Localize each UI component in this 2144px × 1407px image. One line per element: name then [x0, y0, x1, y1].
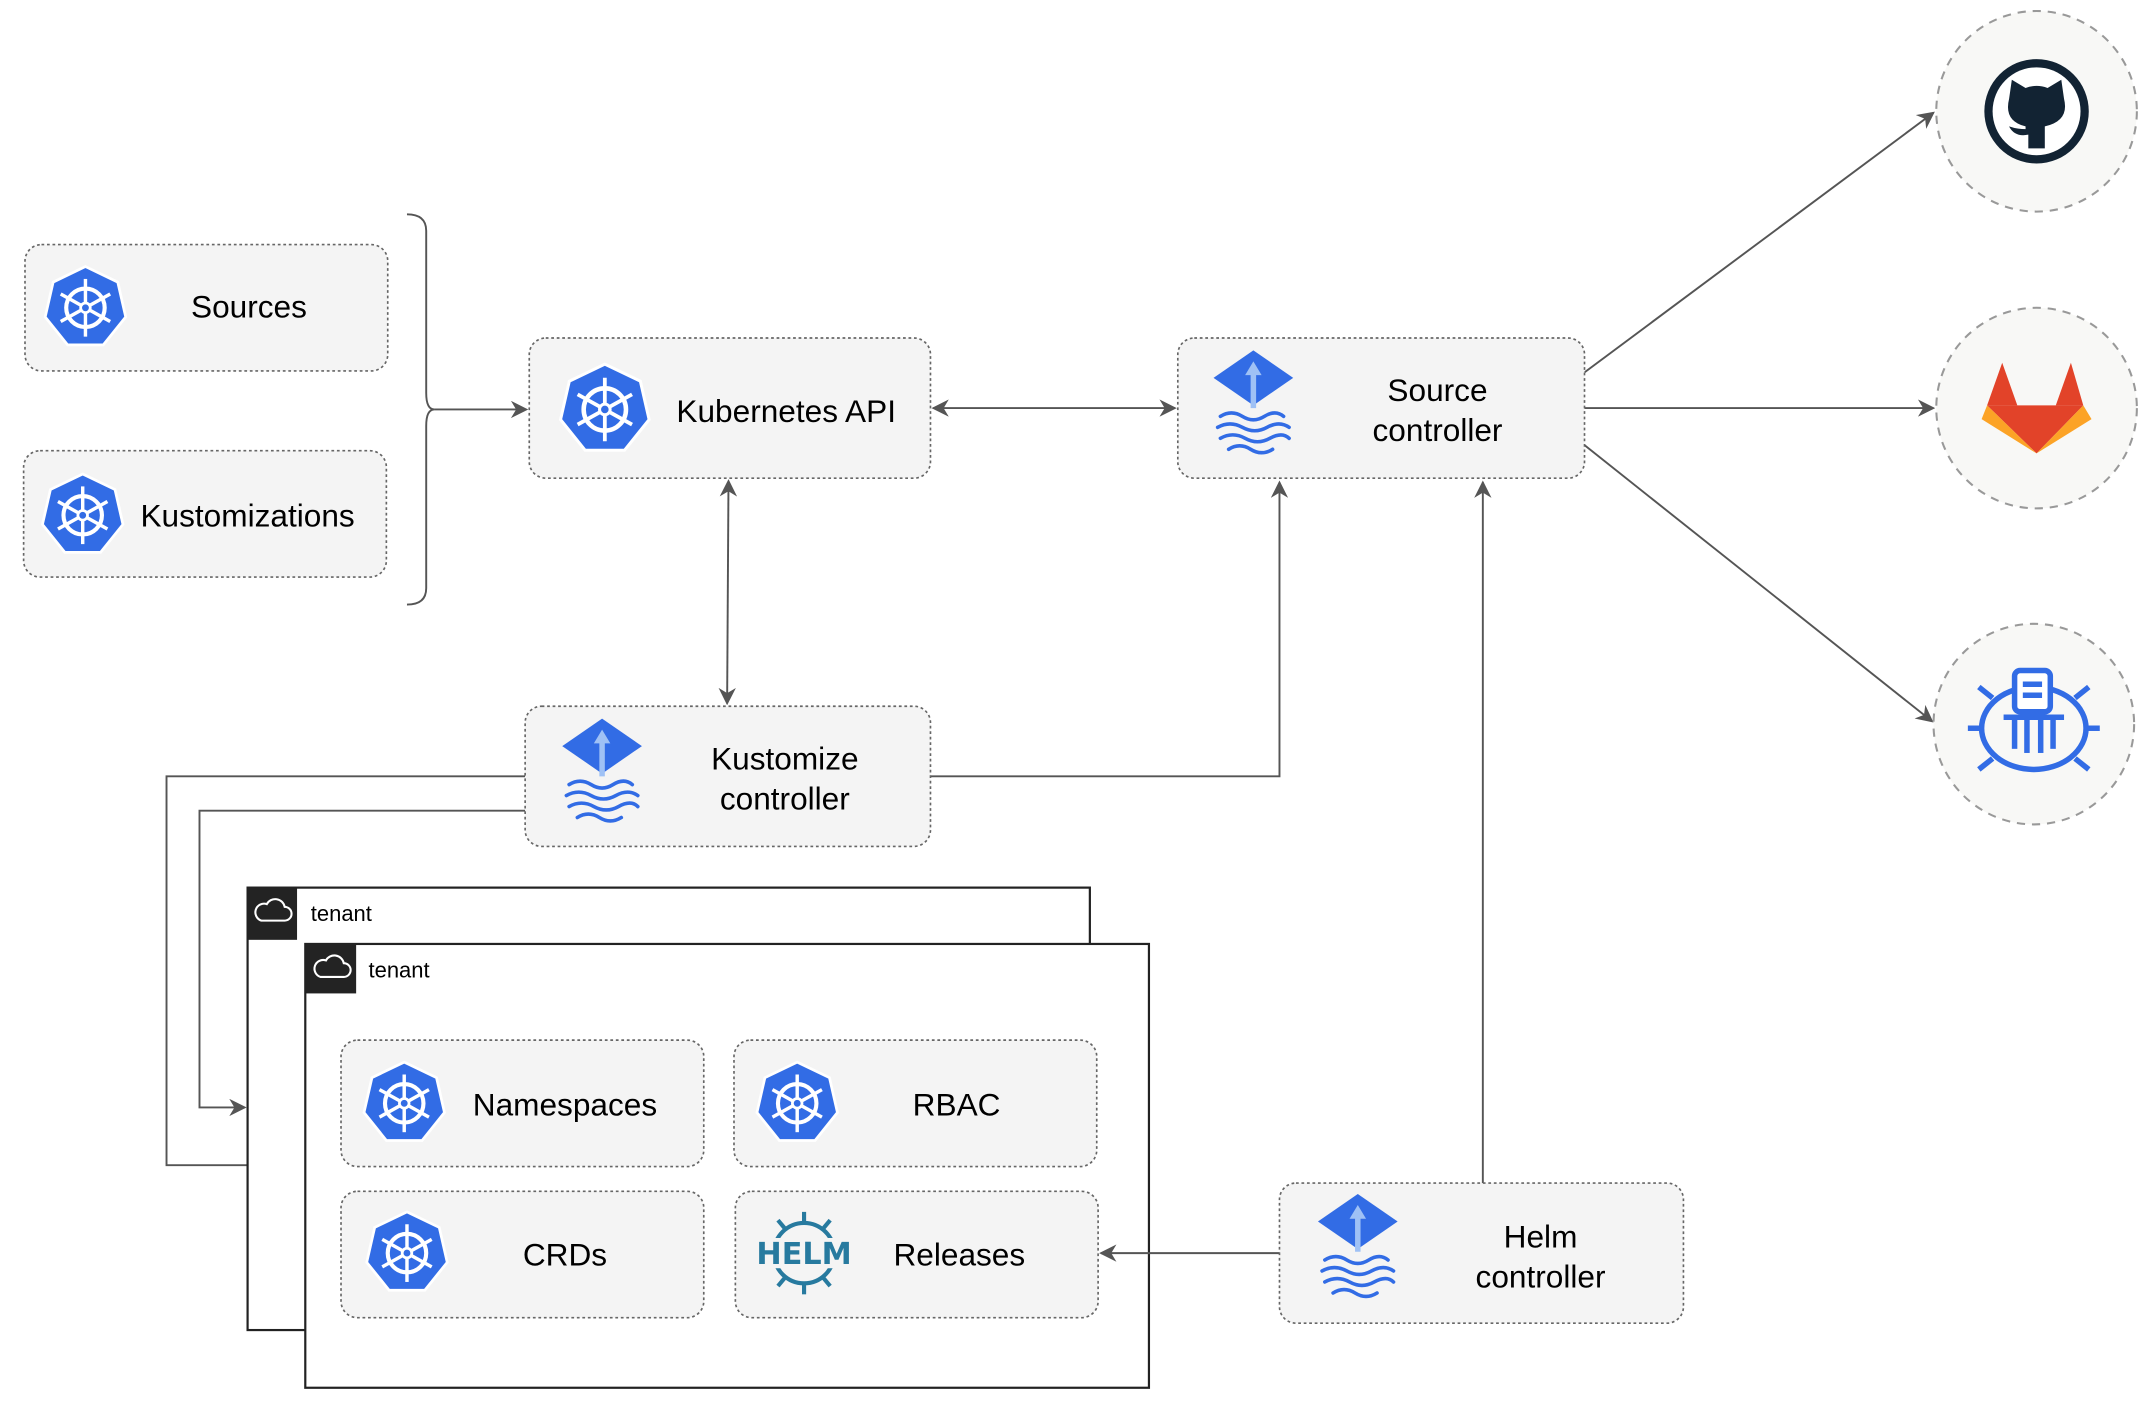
node-label: Kustomize	[711, 740, 858, 776]
node-label: Helm	[1504, 1219, 1578, 1255]
node-label: controller	[1373, 412, 1503, 448]
node-label: Sources	[191, 288, 307, 324]
helm-icon: HELM	[756, 1211, 852, 1295]
tenant-label: tenant	[311, 901, 372, 926]
node-kustomizations[interactable]: Kustomizations	[22, 449, 388, 578]
helm-icon-text: HELM	[756, 1237, 851, 1272]
node-source-controller[interactable]: Source controller	[1176, 337, 1586, 479]
node-kubernetes-api[interactable]: Kubernetes API	[528, 337, 932, 479]
edge-kustomize-to-tenant-2	[165, 775, 526, 1174]
edge-kustomize-to-source	[930, 480, 1289, 778]
edge-api-kustomize-controller	[718, 479, 738, 706]
node-sources[interactable]: Sources	[24, 243, 389, 372]
node-namespaces[interactable]: Namespaces	[340, 1039, 705, 1168]
node-label: Kustomizations	[140, 497, 354, 533]
edge-source-to-github	[1583, 111, 1935, 374]
edge-kustomize-to-tenant-1	[198, 809, 526, 1117]
group-brace	[406, 213, 435, 606]
node-label: RBAC	[913, 1087, 1001, 1123]
edge-source-to-registry	[1583, 444, 1934, 723]
gitlab-icon	[1981, 362, 2092, 454]
node-label: controller	[1476, 1258, 1606, 1294]
node-label: Kubernetes API	[676, 393, 896, 429]
node-crds[interactable]: CRDs	[340, 1190, 705, 1319]
node-label: CRDs	[523, 1236, 607, 1272]
github-icon	[1984, 59, 2089, 164]
external-gitlab[interactable]	[1935, 306, 2138, 510]
node-label: Releases	[893, 1236, 1025, 1272]
node-label: Namespaces	[473, 1087, 657, 1123]
external-github[interactable]	[1935, 9, 2138, 213]
node-helm-controller[interactable]: Helm controller	[1278, 1182, 1685, 1325]
node-kustomize-controller[interactable]: Kustomize controller	[524, 705, 932, 848]
cloud-icon-bg	[305, 943, 357, 994]
external-registry[interactable]	[1932, 622, 2136, 826]
node-rbac[interactable]: RBAC	[733, 1039, 1098, 1168]
node-label: Source	[1387, 372, 1487, 408]
tenant-label: tenant	[369, 958, 430, 983]
registry-bucket-icon	[1967, 667, 2100, 773]
node-releases[interactable]: HELM Releases	[734, 1190, 1099, 1319]
node-label: controller	[720, 780, 850, 816]
